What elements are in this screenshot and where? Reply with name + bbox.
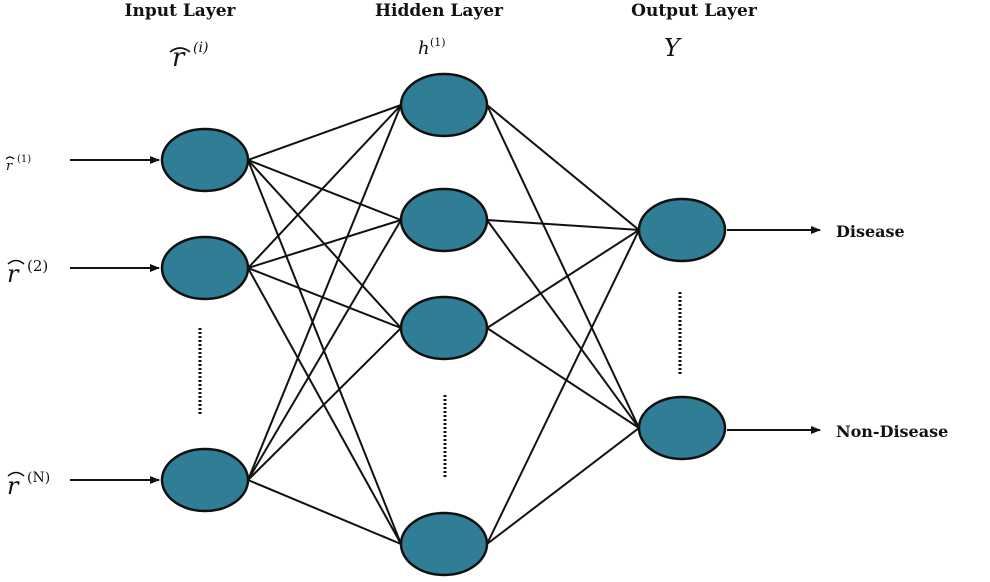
connection-line-1	[247, 104, 402, 161]
hidden-node-1	[399, 72, 489, 138]
connection-line-14	[486, 104, 640, 429]
connection-line-8	[247, 267, 402, 545]
hidden-layer-symbol: h (1)	[418, 36, 446, 59]
hidden-layer-title: Hidden Layer	[375, 1, 504, 21]
connection-line-5	[247, 104, 402, 269]
input-symbol-superscript: (i)	[193, 40, 208, 56]
connection-line-17	[486, 229, 640, 329]
hidden-node-3	[399, 295, 489, 361]
input-node-n	[160, 447, 250, 513]
input-layer-symbol: r (i)	[169, 40, 208, 73]
input-node-2	[160, 235, 250, 301]
input-label-1: r (1)	[5, 154, 31, 174]
input-label-1-superscript: (1)	[17, 154, 31, 165]
output-node-non-disease	[637, 395, 727, 461]
input-label-2-base: r	[7, 260, 20, 288]
input-node-1	[160, 127, 250, 193]
connection-line-4	[247, 159, 402, 545]
connection-line-10	[247, 219, 402, 481]
hidden-node-2	[399, 187, 489, 253]
connection-line-18	[486, 327, 640, 429]
output-layer-title: Output Layer	[631, 1, 758, 21]
input-arrows	[70, 156, 160, 484]
input-label-n: r (N)	[7, 470, 50, 500]
connection-line-11	[247, 327, 402, 481]
hidden-symbol-base: h	[418, 38, 430, 59]
connection-line-16	[486, 219, 640, 429]
connection-line-2	[247, 159, 402, 221]
connection-line-12	[247, 479, 402, 545]
input-label-2: r (2)	[7, 257, 48, 288]
input-layer-title: Input Layer	[125, 1, 237, 21]
connection-line-20	[486, 427, 640, 545]
input-label-2-superscript: (2)	[27, 257, 48, 275]
connection-lines	[247, 104, 640, 545]
output-node-disease	[637, 197, 727, 263]
output-arrows	[727, 226, 821, 434]
input-symbol-base: r	[172, 43, 186, 73]
input-label-n-superscript: (N)	[27, 470, 50, 486]
connection-line-19	[486, 229, 640, 545]
input-label-n-base: r	[7, 472, 20, 500]
output-layer-symbol: Y	[664, 34, 682, 62]
output-label-non-disease: Non-Disease	[836, 422, 948, 441]
output-label-disease: Disease	[836, 222, 905, 241]
connection-line-7	[247, 267, 402, 329]
hidden-symbol-superscript: (1)	[430, 36, 446, 49]
neuron-nodes	[160, 72, 727, 577]
input-label-1-base: r	[6, 159, 13, 174]
connection-line-13	[486, 104, 640, 231]
connection-line-9	[247, 104, 402, 481]
hidden-node-n	[399, 511, 489, 577]
connection-line-6	[247, 219, 402, 269]
connection-line-15	[486, 219, 640, 231]
